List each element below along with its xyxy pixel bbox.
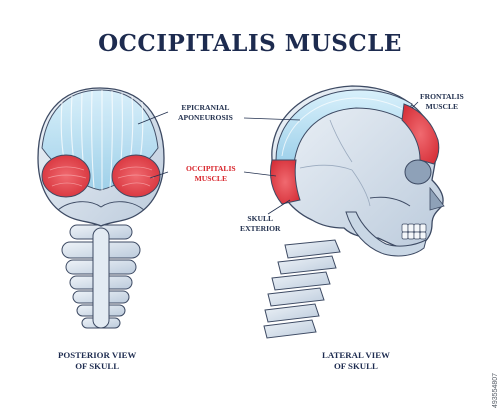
lateral-skull-group — [263, 85, 445, 339]
lateral-skull — [271, 85, 444, 249]
lateral-cervical-spine — [263, 239, 341, 339]
label-skull-exterior: SKULL EXTERIOR — [240, 214, 281, 233]
label-frontalis-muscle: FRONTALIS MUSCLE — [420, 92, 464, 111]
lateral-frontalis-muscle — [401, 103, 440, 165]
posterior-cervical-spine — [61, 224, 141, 329]
posterior-occipitalis-left — [41, 154, 91, 198]
lateral-occipitalis-muscle — [269, 159, 301, 205]
caption-lateral-view: LATERAL VIEW OF SKULL — [322, 350, 390, 371]
caption-posterior-view: POSTERIOR VIEW OF SKULL — [58, 350, 137, 371]
stock-id: 493554807 — [492, 372, 499, 408]
diagram-title: OCCIPITALIS MUSCLE — [98, 30, 402, 57]
posterior-skull-group — [37, 87, 165, 329]
posterior-occipitalis-right — [111, 154, 161, 198]
label-occipitalis-muscle: OCCIPITALIS MUSCLE — [186, 164, 236, 183]
lateral-epicranial-aponeurosis — [275, 89, 413, 165]
leader-lines — [137, 101, 419, 215]
lateral-eye-orbit — [404, 159, 432, 185]
lateral-mandible — [345, 211, 427, 257]
label-epicranial-aponeurosis: EPICRANIAL APONEUROSIS — [178, 103, 233, 122]
lateral-teeth — [401, 223, 427, 240]
